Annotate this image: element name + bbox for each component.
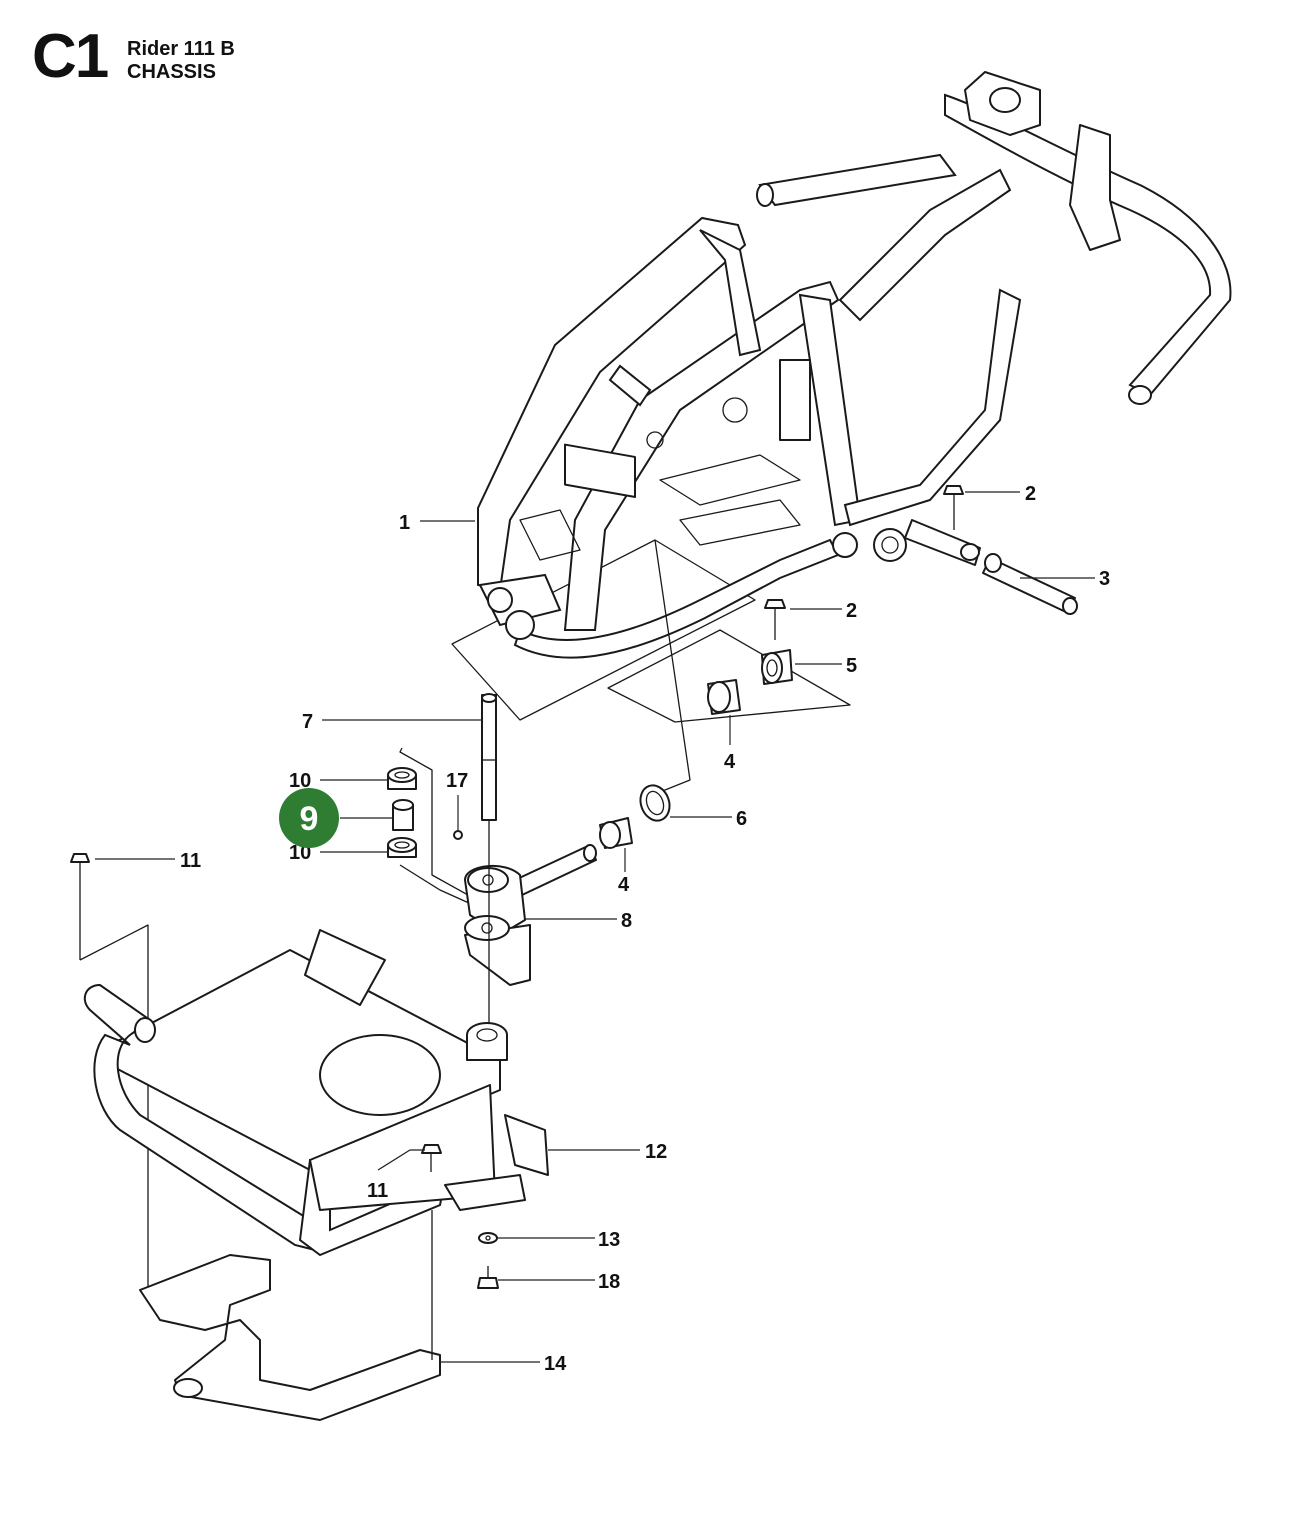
callout-seal-ring: 6 [736,808,747,830]
bearing-upper [387,767,417,790]
model-name: Rider 111 B [127,38,235,60]
pivot-pin [904,519,1078,615]
highlight-marker: 9 [279,788,339,848]
bolt-upper [943,485,964,530]
lower-frame [70,853,549,1421]
callout-bolt-lower: 2 [846,600,857,622]
bushing-lower [599,817,633,872]
callout-collar: 5 [846,655,857,677]
callout-frame: 1 [399,512,410,534]
callout-bracket: 12 [645,1141,667,1163]
callout-steering-arm: 8 [621,910,632,932]
bearing-lower [387,837,417,858]
spacer [392,799,414,831]
seal-ring [639,784,671,822]
collar [761,649,793,685]
steering-arm [464,820,597,1030]
callout-footplate: 14 [544,1353,567,1375]
callout-small-fastener: 17 [446,770,468,792]
callout-bolt-middle: 11 [367,1180,388,1202]
callout-bearing-upper: 10 [289,770,311,792]
callout-bolt-front: 11 [180,850,201,872]
small-fastener [453,830,463,840]
section-title: CHASSIS [127,61,216,83]
bushing-upper [707,679,741,745]
callout-bolt-bottom: 18 [598,1271,620,1293]
callout-bushing-lower: 4 [618,874,630,896]
callout-bushing-upper: 4 [724,751,736,773]
main-frame [451,168,1022,721]
leader-lines [95,491,1095,1363]
callout-bolt-upper: 2 [1025,483,1036,505]
callout-steering-shaft: 7 [302,711,313,733]
callout-washer: 13 [598,1229,620,1251]
highlight-circle [279,788,339,848]
page-code: C1 [32,22,109,91]
handle-bar [756,71,1232,405]
bolt-lower [764,599,786,640]
steering-shaft [481,693,497,821]
highlight-number: 9 [300,800,319,838]
callout-pivot-pin: 3 [1099,568,1110,590]
